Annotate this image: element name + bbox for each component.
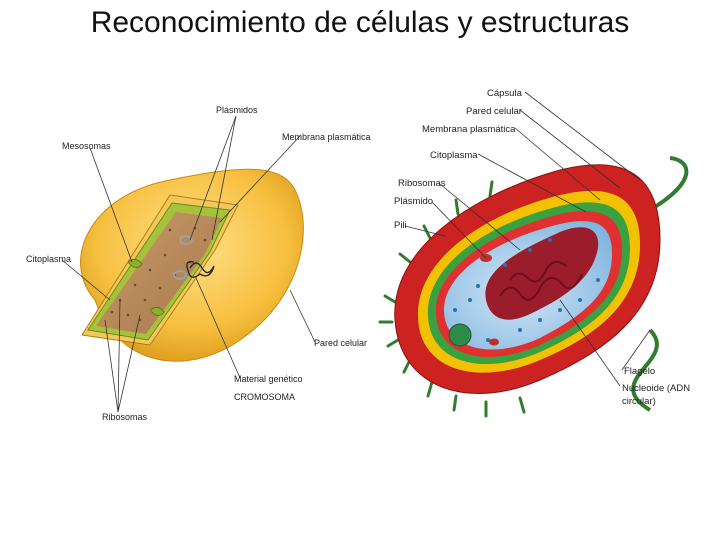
label-nucleoide-1: Nucleoide (ADN	[622, 383, 690, 394]
label-membrana-right: Membrana plasmática	[422, 124, 516, 135]
label-mesosomas: Mesosomas	[62, 141, 111, 151]
label-plasmidos: Plásmidos	[216, 105, 258, 115]
label-ribosomas-right: Ribosomas	[398, 178, 446, 189]
left-mesosome-2	[149, 306, 165, 316]
label-credit: CROMOSOMA	[234, 392, 295, 402]
left-genetic-material	[186, 260, 215, 278]
label-pared-left: Pared celular	[314, 338, 367, 348]
right-bacterium-diagram	[378, 156, 689, 418]
right-plasmid-2	[489, 338, 499, 346]
label-pili: Pili	[394, 220, 407, 231]
left-plasmid-1	[179, 235, 193, 245]
left-plasmid-2	[173, 270, 187, 280]
right-leader-lines	[404, 91, 651, 387]
label-citoplasma-left: Citoplasma	[26, 254, 71, 264]
right-pili	[378, 180, 526, 418]
label-flagelo: Flagelo	[624, 366, 655, 377]
right-green-body	[448, 323, 472, 347]
label-pared-right: Pared celular	[466, 106, 522, 117]
left-leader-lines	[61, 115, 316, 413]
right-ribosome-dots	[453, 238, 600, 342]
slide-title: Reconocimiento de células y estructuras	[90, 6, 630, 39]
left-bacterium-diagram	[80, 168, 304, 362]
label-citoplasma-right: Citoplasma	[430, 150, 478, 161]
right-nucleoid-coils	[499, 260, 583, 301]
right-nucleoid	[485, 227, 599, 320]
label-nucleoide-2: circular)	[622, 396, 656, 407]
label-ribosomas-left: Ribosomas	[102, 412, 148, 422]
label-material-genetico: Material genético	[234, 374, 303, 384]
label-membrana-left: Membrana plasmática	[282, 132, 371, 142]
label-capsula: Cápsula	[487, 88, 523, 99]
right-flagellum	[631, 156, 689, 412]
label-plasmido: Plásmido	[394, 196, 433, 207]
